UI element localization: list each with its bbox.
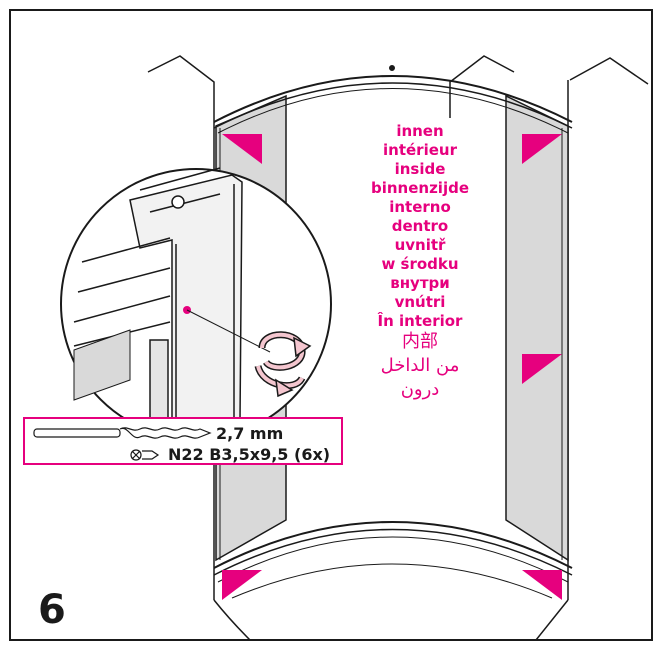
inside-label-sk: vnútri: [394, 293, 446, 311]
marker-triangle-icon: [222, 134, 562, 600]
screw-spec-label: N22 B3,5x9,5 (6x): [168, 445, 331, 464]
detail-callout: [60, 167, 332, 440]
inside-label-en: inside: [394, 160, 446, 178]
inside-label-nl: binnenzijde: [370, 179, 469, 197]
inside-label-it: interno: [389, 198, 451, 216]
inside-label-zh: 内部: [402, 331, 438, 352]
drill-bit-icon: [33, 427, 212, 439]
step-number: 6: [38, 587, 66, 633]
inside-label-ro: În interior: [377, 312, 463, 330]
inside-label-ru: внутри: [390, 274, 450, 292]
inside-label-de: innen: [396, 122, 444, 140]
inside-label-cs: uvnitř: [394, 236, 446, 254]
hardware-box: [23, 417, 343, 465]
inside-label-fr: intérieur: [383, 141, 457, 159]
bottom-rail: [213, 521, 573, 641]
top-rail: [213, 65, 573, 134]
page-frame: [9, 9, 653, 641]
inside-label-es: dentro: [391, 217, 449, 235]
drill-size-label: 2,7 mm: [216, 424, 284, 443]
rotate-arrow-icon: [254, 331, 312, 398]
screw-icon: [130, 449, 160, 461]
inside-label-fa: درون: [400, 379, 440, 400]
inside-label-ar: من الداخل: [380, 355, 460, 376]
inside-label-pl: w środku: [381, 255, 459, 273]
